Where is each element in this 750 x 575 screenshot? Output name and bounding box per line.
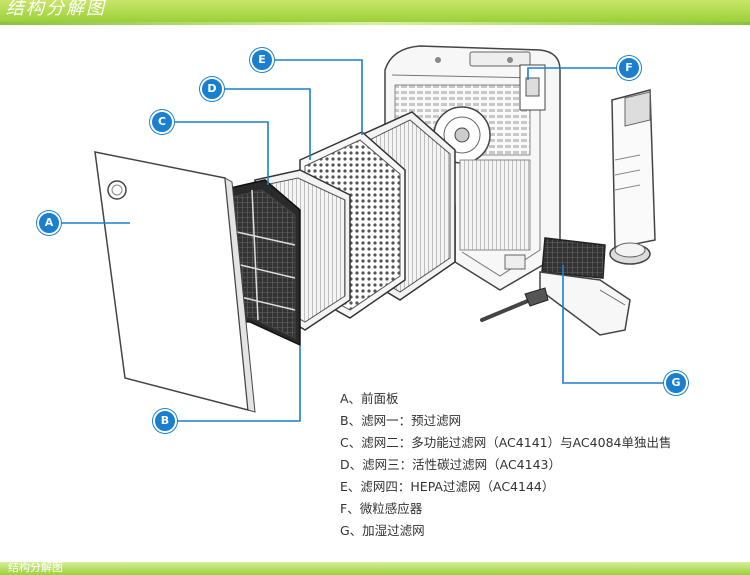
footer-bar: 结构分解图 [0, 561, 750, 575]
callout-a: A [37, 211, 61, 235]
legend-item-c: C、滤网二：多功能过滤网（AC4141）与AC4084单独出售 [340, 435, 672, 450]
legend-item-b: B、滤网一：预过滤网 [340, 413, 462, 428]
callout-f: F [617, 56, 641, 80]
legend-item-g: G、加湿过滤网 [340, 523, 425, 538]
cleaning-brush [480, 287, 549, 322]
leader-line-d [218, 88, 311, 160]
water-tank [611, 89, 656, 249]
leader-line-c [170, 121, 269, 185]
legend-item-f: F、微粒感应器 [340, 501, 423, 516]
leader-line-e [268, 59, 363, 135]
parts-legend: A、前面板 B、滤网一：预过滤网 C、滤网二：多功能过滤网（AC4141）与AC… [340, 388, 671, 542]
leader-lines [57, 59, 664, 422]
page-title: 结构分解图 [6, 0, 106, 19]
leader-line-f [527, 67, 617, 80]
callout-b: B [153, 409, 177, 433]
legend-item-e: E、滤网四：HEPA过滤网（AC4144） [340, 479, 555, 494]
callout-d: D [200, 77, 224, 101]
front-panel-a [94, 151, 256, 413]
callout-g: G [664, 371, 688, 395]
leader-line-g [562, 265, 664, 384]
title-bar: 结构分解图 [0, 0, 750, 22]
legend-item-a: A、前面板 [340, 391, 399, 406]
wick-wheel [609, 242, 651, 265]
leader-line-b [175, 345, 301, 422]
title-bar-divider [0, 22, 750, 25]
footer-title: 结构分解图 [8, 561, 63, 574]
legend-item-d: D、滤网三：活性碳过滤网（AC4143） [340, 457, 561, 472]
callout-c: C [150, 110, 174, 134]
callout-e: E [250, 48, 274, 72]
